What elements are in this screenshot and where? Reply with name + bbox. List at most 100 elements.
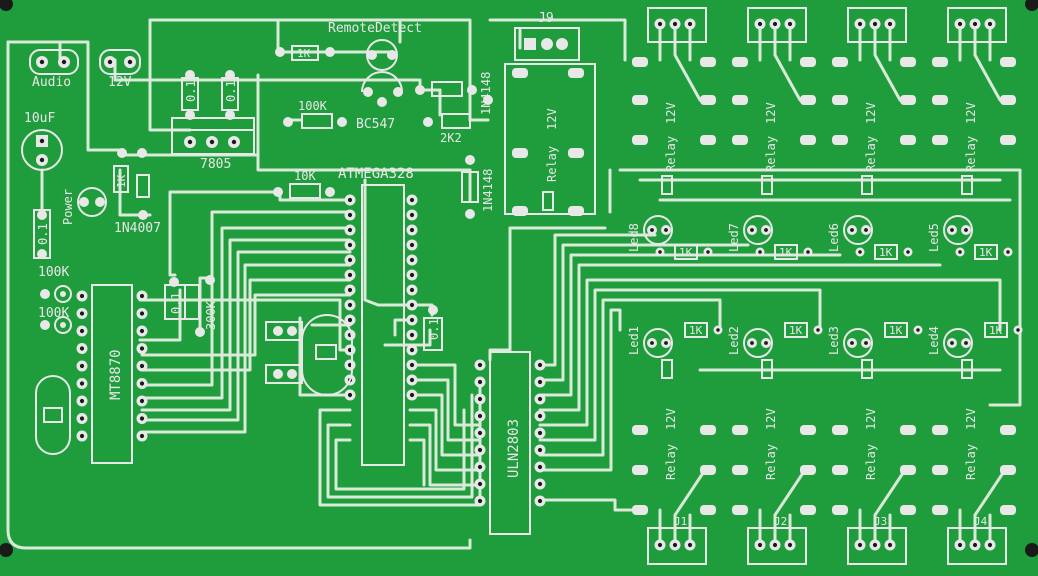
connector-pin [854, 539, 866, 551]
mt8870-pin-right [136, 430, 148, 442]
resistor-pad [755, 247, 765, 257]
connector-label: J4 [974, 515, 988, 528]
cap-atmega-label: 0.1 [427, 318, 441, 340]
uln2803-pin-left [474, 427, 486, 439]
relay-pad [900, 465, 916, 475]
relay-pad [732, 425, 748, 435]
relay-pad [900, 425, 916, 435]
relay-pad [900, 505, 916, 515]
connector-pin [754, 539, 766, 551]
led-outline [643, 215, 673, 245]
mt8870-pin-left [76, 343, 88, 354]
copper-traces [6, 18, 1022, 550]
atmega-pin-left [344, 269, 356, 281]
resistor-1k [684, 322, 708, 338]
diode-1n4148-a: 1N4148 [479, 72, 493, 115]
diode-1n4007: 1N4007 [114, 174, 161, 236]
led-pad [847, 225, 857, 235]
atmega-pin-right [406, 299, 418, 311]
relay-12v-label: 12V [664, 102, 678, 124]
power-12v-connector: 12V [99, 49, 141, 90]
mt8870-label: MT8870 [108, 349, 124, 400]
relay-pad [800, 57, 816, 67]
relay-12v-label: 12V [964, 102, 978, 124]
led-pad [961, 225, 971, 235]
connector-pin [654, 539, 666, 551]
uln2803-pin-left [474, 376, 486, 388]
led-outline [943, 328, 973, 358]
remote-detect-label: RemoteDetect [328, 21, 422, 36]
r-power-label: 1K [115, 174, 128, 188]
cap-left-label: 0.1 [36, 223, 50, 245]
led-pad [747, 338, 757, 348]
relay-pad [732, 465, 748, 475]
relay-pad [632, 135, 648, 145]
transistor-bc547: BC547 [356, 71, 403, 132]
led-pad [947, 225, 957, 235]
relay-label: Relay [964, 444, 978, 480]
connector-pin [669, 539, 681, 551]
r-remote-label: 1K [297, 47, 311, 60]
resistor-1k [984, 322, 1008, 338]
bc547-label: BC547 [356, 117, 395, 132]
connector-pin [669, 18, 681, 30]
led-pad [861, 225, 871, 235]
connector-pin [784, 18, 796, 30]
mt8870-pin-right [136, 308, 148, 319]
relay-diode [661, 175, 673, 195]
atmega-pin-right [406, 224, 418, 236]
resistor-1k [884, 322, 908, 338]
led-pad [647, 225, 657, 235]
relay-pad [1000, 505, 1016, 515]
atmega-pin-right [406, 239, 418, 251]
resistor-label: 1K [989, 324, 1003, 337]
atmega-pin-left [344, 284, 356, 296]
led-outline [843, 215, 873, 245]
connector-outline [647, 527, 707, 565]
led-pad [761, 338, 771, 348]
resistor-label: 1K [979, 246, 993, 259]
connector-pin [954, 539, 966, 551]
remote-detect-led: RemoteDetect [328, 21, 422, 71]
crystal-atmega [265, 314, 353, 396]
resistor-label: 1K [779, 246, 793, 259]
mt8870-pin-left [76, 308, 88, 319]
relay-label: Relay [664, 136, 678, 172]
resistor-pad [1013, 325, 1023, 335]
relay-j9-label: Relay [545, 146, 559, 182]
resistor-pad [713, 325, 723, 335]
relay-12v-label: 12V [764, 102, 778, 124]
atmega-pin-right [406, 344, 418, 356]
relay-pad [632, 57, 648, 67]
relay-pad [732, 95, 748, 105]
r300k-label: 300K [204, 300, 218, 330]
resistor-label: 1K [789, 324, 803, 337]
relay-pad [1000, 95, 1016, 105]
relay-diode [761, 359, 773, 379]
capacitors-0.1-regulator: 0.1 0.1 [181, 70, 239, 120]
mt8870-pin-left [76, 290, 88, 302]
relay-pad [800, 465, 816, 475]
resistor-1k [674, 244, 698, 260]
relay-pad [732, 505, 748, 515]
connector-pin [654, 18, 666, 30]
uln2803-pin-right [534, 427, 546, 439]
relay-row-top: 12VRelayLed81K12VRelayLed71K12VRelayLed6… [627, 7, 1016, 260]
led-label: Led8 [627, 223, 641, 252]
resistor-pad [903, 247, 913, 257]
relay-pad [1000, 465, 1016, 475]
connector-pin [684, 539, 696, 551]
resistor-1k [974, 244, 998, 260]
led-outline [643, 328, 673, 358]
relay-pad [832, 95, 848, 105]
uln2803-pin-right [534, 359, 546, 371]
relay-pad [1000, 425, 1016, 435]
relay-12v-label: 12V [864, 102, 878, 124]
relay-diode [961, 175, 973, 195]
atmega-pin-right [406, 359, 418, 371]
atmega-pin-right [406, 269, 418, 281]
